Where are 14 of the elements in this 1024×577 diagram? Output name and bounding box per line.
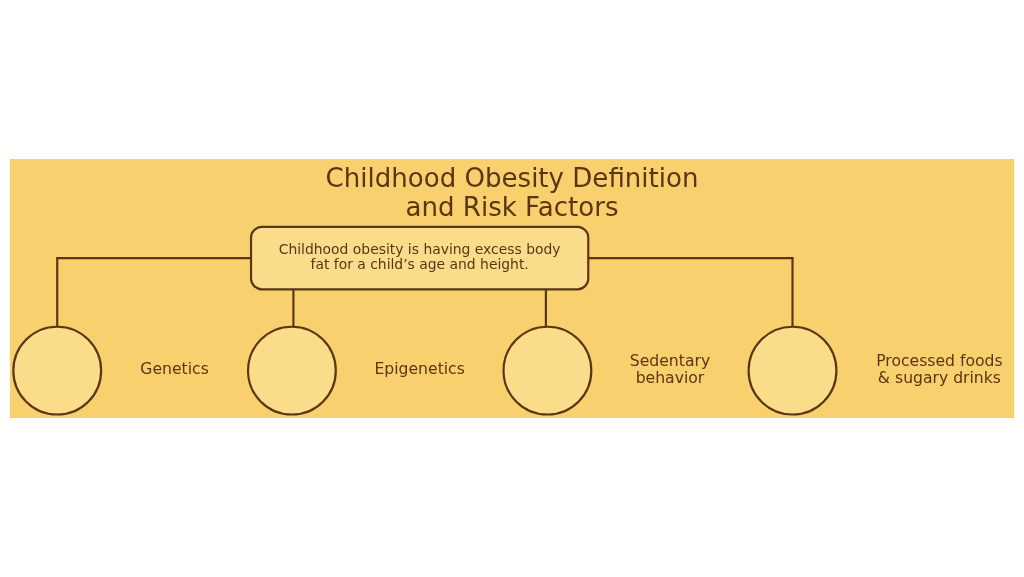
node-circle (747, 325, 838, 416)
node-label: Sedentary behavior (629, 350, 711, 388)
node-label: Processed foods & sugary drinks (876, 350, 1003, 388)
node-box: Childhood obesity is having excess body fat for a child’s age and height. (249, 225, 590, 291)
node-label: Genetics (140, 359, 209, 379)
connector (56, 257, 251, 327)
node-circle (12, 325, 103, 416)
node-circle (246, 325, 337, 416)
connector (588, 257, 794, 327)
connector (292, 289, 295, 327)
node-label: Epigenetics (374, 359, 465, 379)
diagram-title: Childhood Obesity Definition and Risk Factors (325, 162, 699, 222)
node-circle (502, 325, 593, 416)
connector (544, 289, 547, 327)
